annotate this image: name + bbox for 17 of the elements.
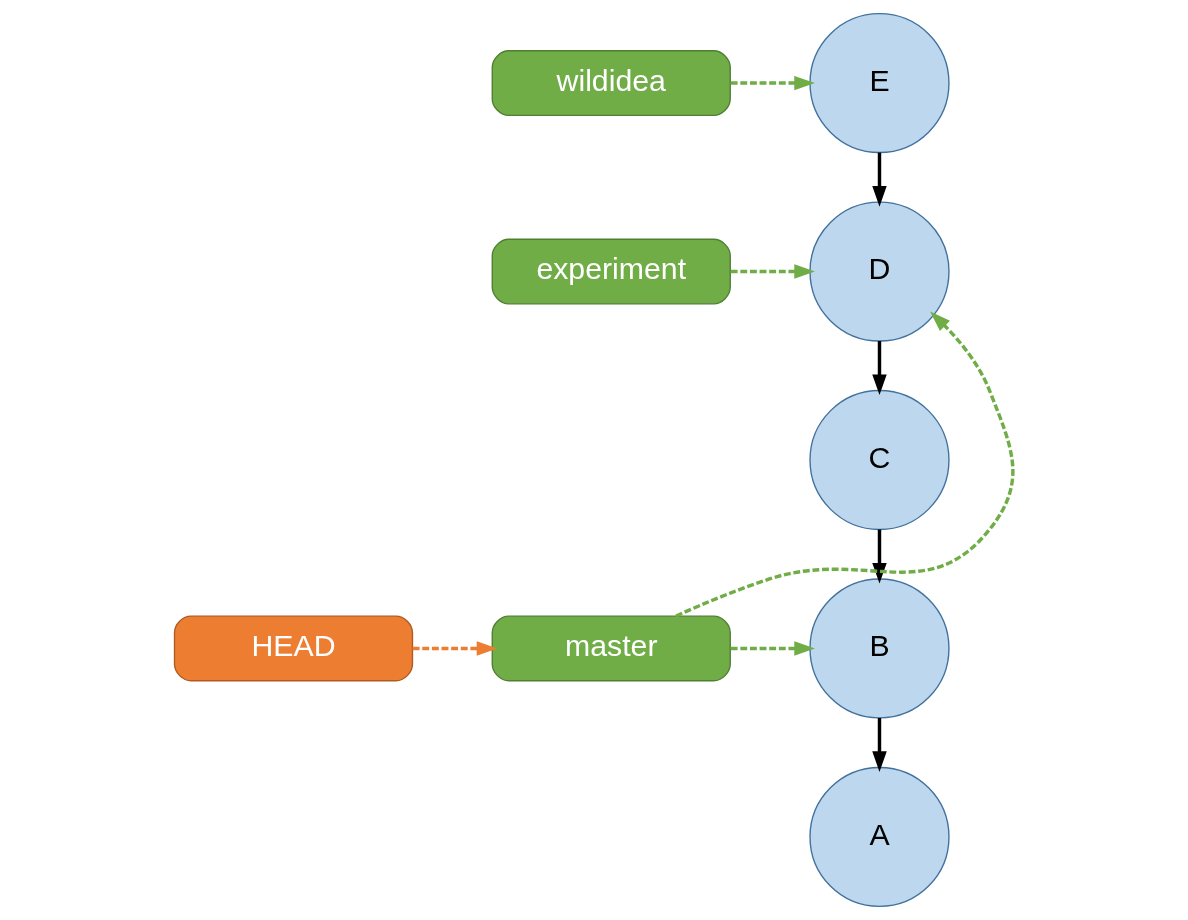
node-box: master <box>491 615 731 682</box>
arrow <box>675 311 1015 618</box>
arrow <box>872 717 887 773</box>
arrow <box>730 264 815 279</box>
arrow <box>872 341 887 396</box>
arrow <box>730 641 815 656</box>
node-box: experiment <box>491 238 731 305</box>
node-box: HEAD <box>173 615 414 682</box>
arrow <box>412 641 498 656</box>
node-circle: A <box>809 766 950 908</box>
arrow <box>872 152 887 207</box>
node-circle: E <box>809 12 950 154</box>
arrow <box>872 529 887 584</box>
arrow <box>730 75 815 91</box>
node-box: wildidea <box>491 50 731 117</box>
node-circle: C <box>809 389 950 531</box>
node-circle: B <box>809 578 950 719</box>
